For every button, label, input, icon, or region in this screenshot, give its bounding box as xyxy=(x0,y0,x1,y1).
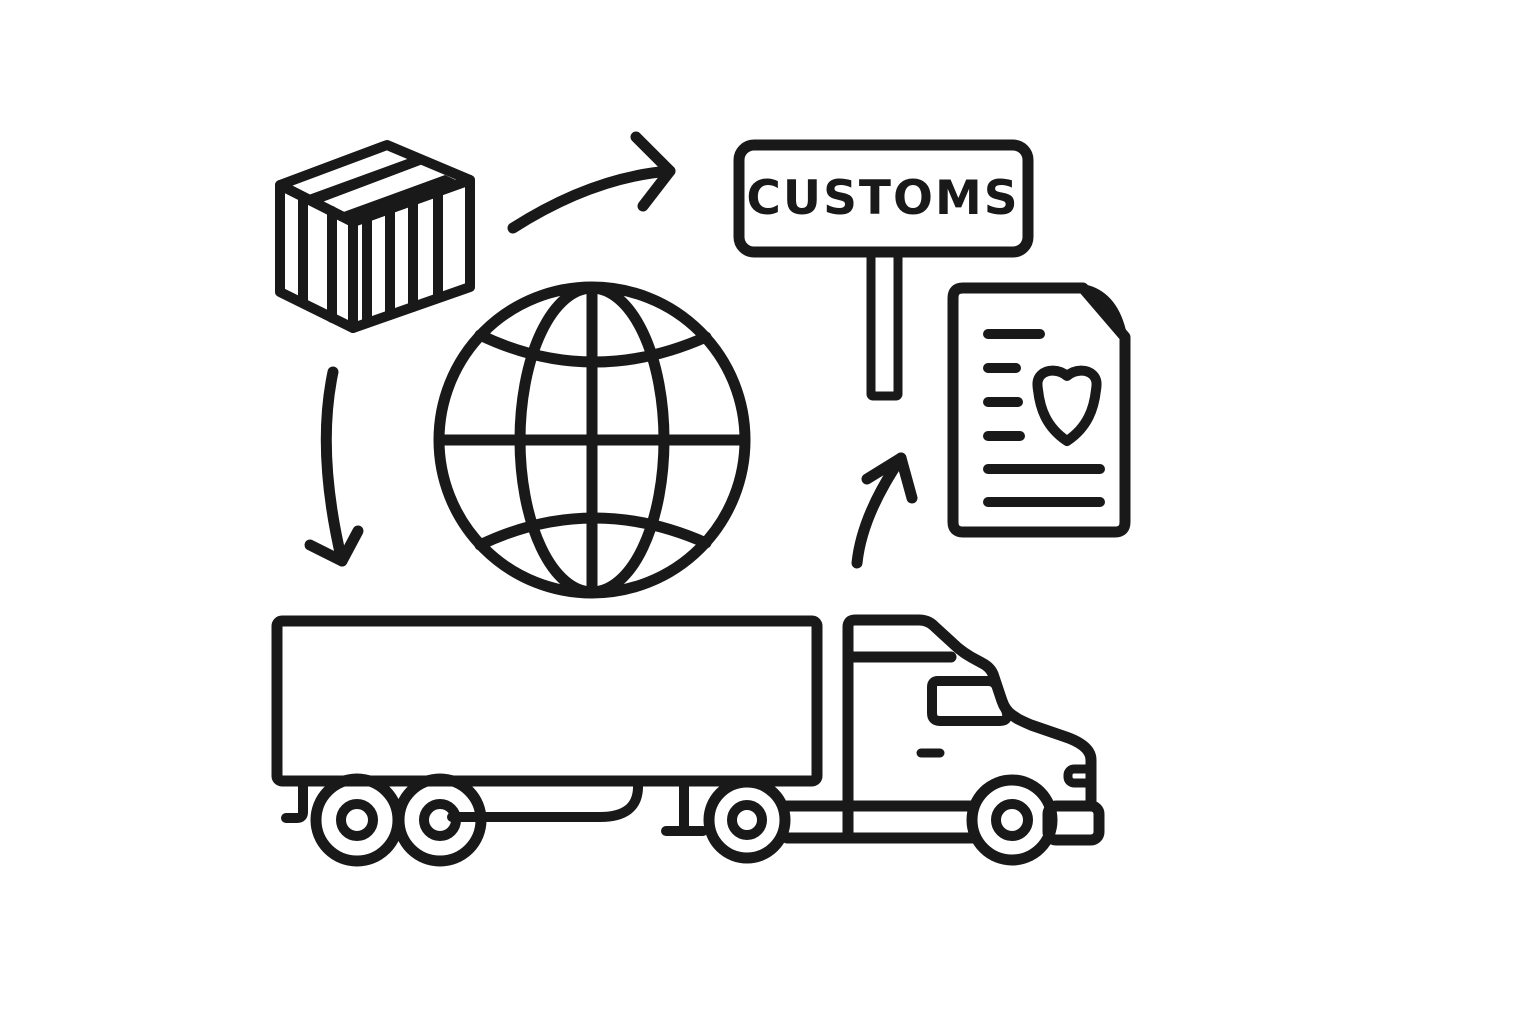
customs-sign-label: CUSTOMS xyxy=(746,171,1019,226)
crate-right-face xyxy=(348,175,475,333)
truck-cab-body xyxy=(842,614,1097,844)
document-folded-corner xyxy=(1078,284,1126,336)
sign-board xyxy=(733,139,1034,258)
arrow-down-icon xyxy=(304,366,364,567)
truck-trailer-box xyxy=(271,615,823,787)
arrow-head xyxy=(630,131,676,212)
arrow-head xyxy=(861,452,918,504)
crate-strap xyxy=(338,175,458,221)
wheel-hub xyxy=(336,799,378,841)
customs-sign-icon: CUSTOMS xyxy=(733,139,1034,401)
arrow-shaft xyxy=(851,452,907,569)
shipping-crate-icon xyxy=(275,140,475,333)
globe-latitude-north xyxy=(474,329,712,368)
globe-icon xyxy=(433,281,751,599)
truck-cab-window xyxy=(927,676,1013,726)
customs-document-icon xyxy=(947,282,1131,538)
crate-strap xyxy=(303,158,423,204)
document-page xyxy=(947,282,1131,538)
truck-headlight xyxy=(1063,764,1097,788)
wheel xyxy=(393,773,487,867)
trailer-rear-support xyxy=(661,776,708,836)
arrow-right-icon xyxy=(507,131,676,234)
crate-top-straps xyxy=(303,158,458,221)
trailer-side-skirt xyxy=(447,778,643,822)
wheel xyxy=(966,774,1058,866)
arrow-head xyxy=(304,525,364,567)
truck-wheels xyxy=(310,773,1058,867)
wheel-hub xyxy=(991,799,1033,841)
trailer-front-support xyxy=(281,776,308,823)
arrow-shaft xyxy=(507,165,676,234)
wheel-hub xyxy=(727,800,767,840)
semi-truck-icon xyxy=(271,614,1105,867)
shield-icon xyxy=(1032,365,1102,446)
document-text-lines xyxy=(983,329,1105,507)
globe-latitude-south xyxy=(474,512,712,551)
arrow-shaft xyxy=(320,366,348,567)
arrow-up-icon xyxy=(851,452,918,569)
ink-artwork: CUSTOMS xyxy=(271,131,1131,867)
wheel-hub xyxy=(419,799,461,841)
wheel xyxy=(703,776,791,864)
